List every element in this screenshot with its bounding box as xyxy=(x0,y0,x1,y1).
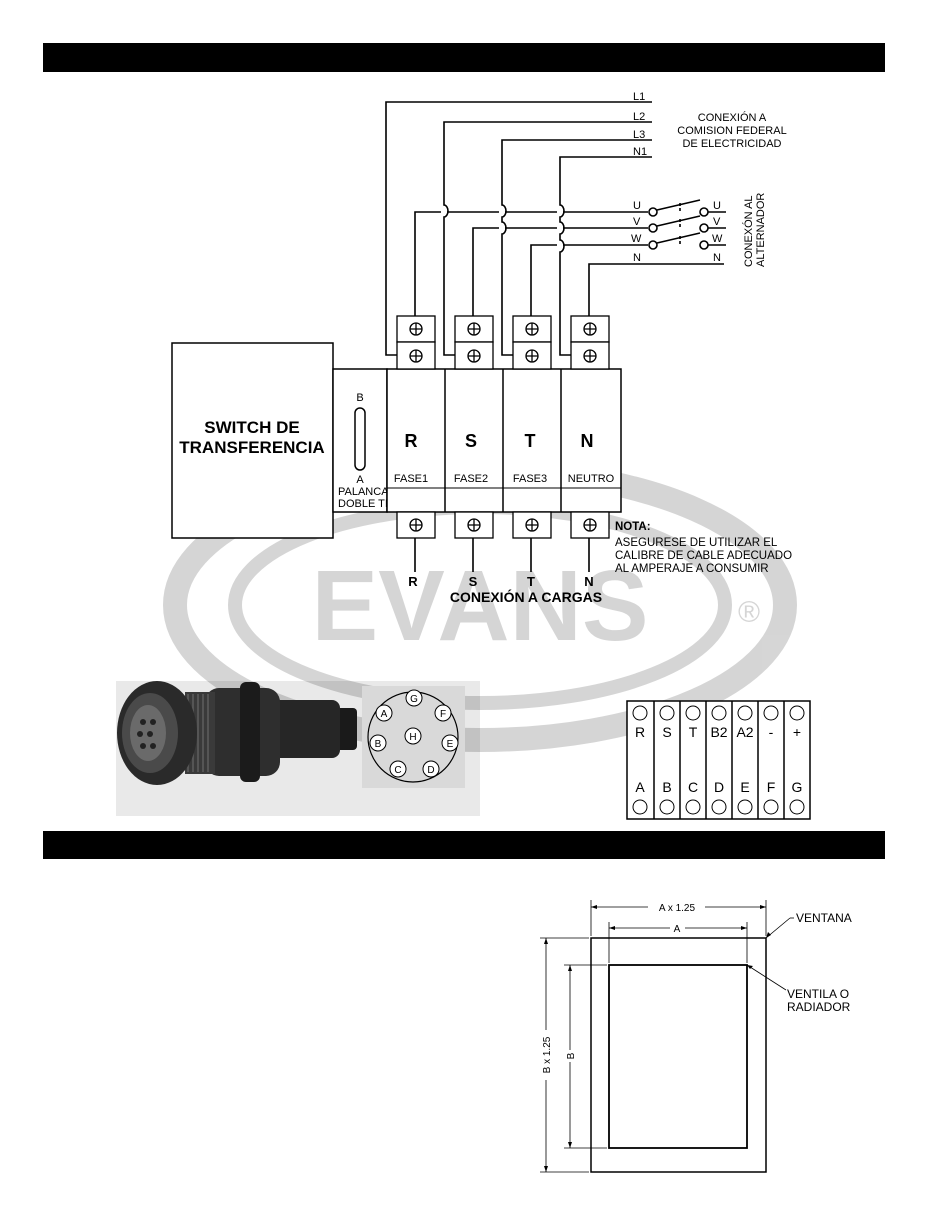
svg-text:A2: A2 xyxy=(736,724,753,740)
svg-text:W: W xyxy=(712,233,723,245)
svg-text:COMISION FEDERAL: COMISION FEDERAL xyxy=(677,125,786,137)
label-ventila-line2: RADIADOR xyxy=(787,1000,851,1014)
svg-text:G: G xyxy=(792,779,803,795)
terminal-label-fase3: FASE3 xyxy=(513,473,547,485)
alternator-left-labels: U V W N xyxy=(631,200,642,264)
svg-text:F: F xyxy=(767,779,776,795)
radiator-inner xyxy=(608,964,748,1149)
terminal-label-fase2: FASE2 xyxy=(454,473,488,485)
alternator-right-labels: U V W N xyxy=(712,200,723,264)
connector-plug-image xyxy=(117,681,357,785)
svg-text:A: A xyxy=(635,779,645,795)
switch-label-line2: TRANSFERENCIA xyxy=(179,438,324,457)
svg-text:S: S xyxy=(662,724,671,740)
terminal-letter-s: S xyxy=(465,431,477,451)
pin-b: B xyxy=(375,739,382,750)
svg-text:U: U xyxy=(633,200,641,212)
cfe-label: CONEXIÓN A COMISION FEDERAL DE ELECTRICI… xyxy=(677,111,786,150)
screw-icons xyxy=(409,322,597,532)
pin-a: A xyxy=(381,709,388,720)
watermark-brand: EVANS xyxy=(311,550,648,662)
terminal-letter-r: R xyxy=(405,431,418,451)
svg-text:ASEGURESE DE UTILIZAR EL: ASEGURESE DE UTILIZAR EL xyxy=(615,537,778,549)
pin-c: C xyxy=(394,765,401,776)
svg-text:ALTERNADOR: ALTERNADOR xyxy=(755,193,767,267)
terminal-label-neutro: NEUTRO xyxy=(568,473,615,485)
window-diagram: A x 1.25 A B x 1.25 B VENTANA VENTILA O … xyxy=(540,900,852,1173)
dim-b: B xyxy=(566,1052,577,1059)
svg-text:D: D xyxy=(714,779,724,795)
svg-text:N: N xyxy=(713,252,721,264)
connector-pinout: A B C D E F G H xyxy=(362,686,465,788)
label-l3: L3 xyxy=(633,129,645,141)
label-ventila-line1: VENTILA O xyxy=(787,987,849,1001)
svg-text:R: R xyxy=(408,574,418,589)
label-l2: L2 xyxy=(633,111,645,123)
svg-text:T: T xyxy=(689,724,698,740)
label-n1: N1 xyxy=(633,146,647,158)
transfer-switch: SWITCH DE TRANSFERENCIA xyxy=(171,342,334,539)
top-section-bar xyxy=(43,43,885,72)
lever-slot xyxy=(354,407,366,471)
loads-caption: CONEXIÓN A CARGAS xyxy=(450,588,602,605)
note-title: NOTA: xyxy=(615,521,651,533)
svg-text:AL AMPERAJE A CONSUMIR: AL AMPERAJE A CONSUMIR xyxy=(615,563,769,575)
svg-text:V: V xyxy=(633,216,641,228)
wiring-lines xyxy=(385,101,726,572)
svg-text:N: N xyxy=(633,252,641,264)
lever-area: B A PALANCA DOBLE TIRO xyxy=(332,368,405,513)
dim-a-125: A x 1.25 xyxy=(659,903,696,914)
terminal-letter-t: T xyxy=(525,431,536,451)
pin-f: F xyxy=(440,709,446,720)
note: NOTA: ASEGURESE DE UTILIZAR EL CALIBRE D… xyxy=(615,521,792,575)
svg-text:-: - xyxy=(769,724,774,740)
alternator-label: CONEXÓN AL ALTERNADOR xyxy=(742,193,767,267)
pin-d: D xyxy=(427,765,434,776)
middle-section-bar xyxy=(43,831,885,859)
terminal-letter-n: N xyxy=(581,431,594,451)
svg-text:W: W xyxy=(631,233,642,245)
load-labels: R S T N CONEXIÓN A CARGAS xyxy=(408,574,602,605)
lever-label-a: A xyxy=(356,474,364,486)
terminal-strip: R S T B2 A2 - + A B C D E F G xyxy=(626,700,811,820)
lever-label-line1: PALANCA xyxy=(338,486,389,498)
svg-text:E: E xyxy=(740,779,749,795)
svg-text:V: V xyxy=(713,216,721,228)
terminal-blocks: R S T N FASE1 FASE2 FASE3 NEUTRO xyxy=(386,315,622,539)
label-ventana: VENTANA xyxy=(796,911,852,925)
svg-text:CALIBRE DE CABLE ADECUADO: CALIBRE DE CABLE ADECUADO xyxy=(615,550,792,562)
lever-label-b: B xyxy=(356,392,363,404)
pin-h: H xyxy=(409,732,416,743)
line-labels: L1 L2 L3 N1 xyxy=(633,91,647,158)
terminal-label-fase1: FASE1 xyxy=(394,473,428,485)
label-l1: L1 xyxy=(633,91,645,103)
svg-text:CONEXÓN AL: CONEXÓN AL xyxy=(742,195,755,267)
svg-text:R: R xyxy=(635,724,645,740)
switch-label-line1: SWITCH DE xyxy=(204,418,299,437)
svg-text:CONEXIÓN A: CONEXIÓN A xyxy=(698,111,767,124)
svg-text:N: N xyxy=(584,574,593,589)
dim-b-125: B x 1.25 xyxy=(542,1036,553,1073)
pin-e: E xyxy=(447,739,454,750)
svg-text:B2: B2 xyxy=(710,724,727,740)
pin-g: G xyxy=(410,694,418,705)
svg-text:DE ELECTRICIDAD: DE ELECTRICIDAD xyxy=(682,138,781,150)
dim-a: A xyxy=(674,924,681,935)
svg-text:T: T xyxy=(527,574,535,589)
svg-text:B: B xyxy=(662,779,671,795)
svg-text:C: C xyxy=(688,779,698,795)
svg-text:+: + xyxy=(793,724,801,740)
svg-text:U: U xyxy=(713,200,721,212)
svg-text:S: S xyxy=(469,574,478,589)
watermark-registered: ® xyxy=(738,596,760,629)
